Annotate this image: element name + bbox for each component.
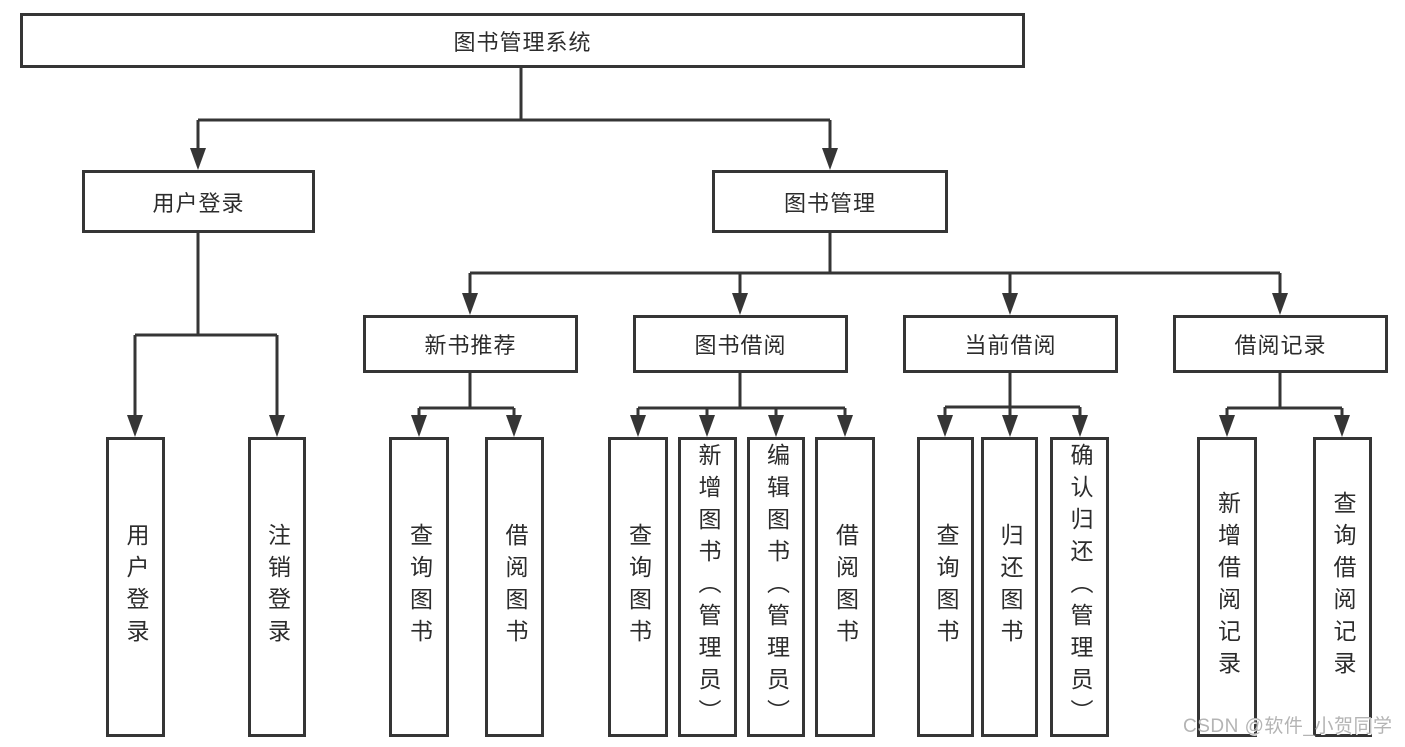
- arrow-down-icon: [1072, 415, 1088, 437]
- arrow-down-icon: [768, 415, 784, 437]
- node-new-books: 新书推荐: [363, 315, 578, 373]
- node-leaf-current-confirm-admin-label: 确认归还（管理员）: [1067, 443, 1093, 731]
- node-borrow-records-label: 借阅记录: [1234, 333, 1327, 358]
- arrow-down-icon: [1272, 293, 1288, 315]
- arrow-down-icon: [937, 415, 953, 437]
- node-leaf-newbooks-borrow: 借阅图书: [485, 437, 544, 737]
- node-leaf-current-return-label: 归还图书: [997, 523, 1023, 651]
- node-leaf-records-add: 新增借阅记录: [1197, 437, 1257, 737]
- node-leaf-current-return: 归还图书: [981, 437, 1038, 737]
- arrow-down-icon: [732, 293, 748, 315]
- node-leaf-logout-label: 注销登录: [264, 523, 291, 651]
- node-leaf-borrow-borrow: 借阅图书: [815, 437, 875, 737]
- node-leaf-records-add-label: 新增借阅记录: [1214, 491, 1241, 683]
- node-leaf-borrow-add-admin: 新增图书（管理员）: [678, 437, 737, 737]
- node-root-label: 图书管理系统: [453, 29, 592, 55]
- node-leaf-user-login: 用户登录: [106, 437, 165, 737]
- node-leaf-borrow-query-label: 查询图书: [625, 523, 652, 651]
- arrow-down-icon: [127, 415, 143, 437]
- node-leaf-logout: 注销登录: [248, 437, 306, 737]
- node-leaf-current-query: 查询图书: [917, 437, 974, 737]
- arrow-down-icon: [699, 415, 715, 437]
- connector-line: [133, 68, 1344, 417]
- arrow-down-icon: [462, 293, 478, 315]
- node-book-mgmt: 图书管理: [712, 170, 948, 233]
- node-user-login-label: 用户登录: [152, 190, 245, 216]
- node-leaf-borrow-query: 查询图书: [608, 437, 668, 737]
- node-leaf-newbooks-borrow-label: 借阅图书: [502, 523, 528, 651]
- arrow-down-icon: [411, 415, 427, 437]
- node-leaf-newbooks-query-label: 查询图书: [406, 523, 433, 651]
- node-leaf-borrow-add-admin-label: 新增图书（管理员）: [695, 443, 721, 731]
- arrow-down-icon: [630, 415, 646, 437]
- node-borrow-records: 借阅记录: [1173, 315, 1388, 373]
- node-leaf-user-login-label: 用户登录: [123, 523, 149, 651]
- node-leaf-records-query-label: 查询借阅记录: [1330, 491, 1356, 683]
- node-book-borrow: 图书借阅: [633, 315, 848, 373]
- node-new-books-label: 新书推荐: [424, 333, 517, 358]
- node-book-borrow-label: 图书借阅: [694, 333, 787, 358]
- node-leaf-borrow-edit-admin: 编辑图书（管理员）: [747, 437, 805, 737]
- node-leaf-current-query-label: 查询图书: [933, 523, 959, 651]
- arrow-down-icon: [1002, 415, 1018, 437]
- node-leaf-newbooks-query: 查询图书: [389, 437, 449, 737]
- arrow-down-icon: [837, 415, 853, 437]
- csdn-watermark: CSDN @软件_小贺同学: [1183, 716, 1393, 737]
- node-root: 图书管理系统: [20, 13, 1025, 68]
- node-user-login: 用户登录: [82, 170, 315, 233]
- arrow-down-icon: [1334, 415, 1350, 437]
- arrow-down-icon: [506, 415, 522, 437]
- node-book-mgmt-label: 图书管理: [783, 190, 876, 216]
- node-current-borrow: 当前借阅: [903, 315, 1118, 373]
- node-leaf-current-confirm-admin: 确认归还（管理员）: [1050, 437, 1109, 737]
- arrow-down-icon: [269, 415, 285, 437]
- arrow-down-icon: [1219, 415, 1235, 437]
- node-leaf-borrow-borrow-label: 借阅图书: [832, 523, 859, 651]
- node-leaf-borrow-edit-admin-label: 编辑图书（管理员）: [763, 443, 790, 731]
- arrow-down-icon: [190, 148, 206, 170]
- arrow-down-icon: [1002, 293, 1018, 315]
- node-current-borrow-label: 当前借阅: [964, 333, 1057, 358]
- arrow-down-icon: [822, 148, 838, 170]
- node-leaf-records-query: 查询借阅记录: [1313, 437, 1372, 737]
